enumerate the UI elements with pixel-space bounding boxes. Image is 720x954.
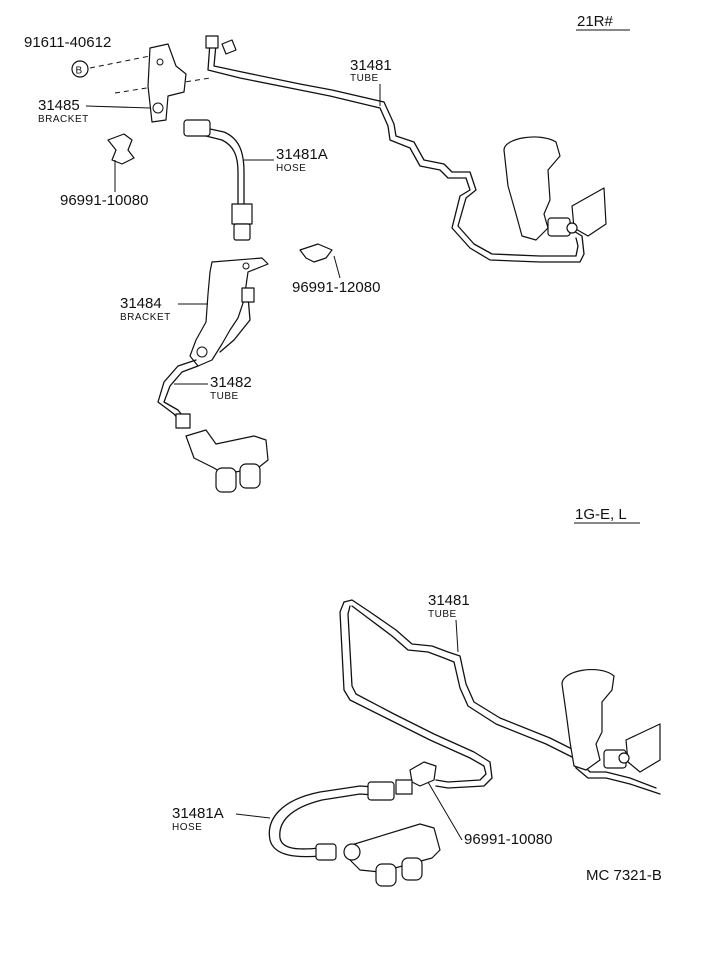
clip-96991-10080-bottom xyxy=(409,761,437,787)
slave-cylinder-boot-right-top xyxy=(239,463,261,489)
bracket-31484-hole-top xyxy=(242,262,250,270)
bracket-31484 xyxy=(189,257,269,367)
label-96991-10080-top: 96991-10080 xyxy=(60,192,148,209)
master-cylinder-reservoir-top xyxy=(503,136,561,241)
hose-31481A-bottom-end-right xyxy=(367,781,395,801)
leader-96991-12080 xyxy=(333,255,341,279)
bottom-assembly xyxy=(268,599,661,887)
tube-31482-nut xyxy=(175,413,191,429)
label-31481A-bottom: 31481A xyxy=(172,805,224,822)
tube-31481-top-outline xyxy=(213,43,579,257)
label-31484: 31484 xyxy=(120,295,162,312)
hose-31481A-top-nut-lower xyxy=(233,223,251,241)
top-assembly: B xyxy=(71,35,607,493)
master-cylinder-reservoir-bottom xyxy=(561,669,615,771)
label-31481-bottom: 31481 xyxy=(428,592,470,609)
slave-cylinder-port-bottom xyxy=(343,843,361,861)
hose-bottom-union xyxy=(395,779,413,795)
bolt-b-marker: B xyxy=(76,66,83,77)
hose-31481A-bottom xyxy=(268,785,389,858)
tube-31481-bottom-left-loop xyxy=(339,601,487,783)
hose-31481A-bottom-outline xyxy=(279,793,389,850)
section-title-21r: 21R# xyxy=(577,13,614,30)
label-96991-12080: 96991-12080 xyxy=(292,279,380,296)
leader-96991-10080-bottom xyxy=(427,781,463,841)
bracket-31484-hole-bottom xyxy=(196,346,208,358)
bracket-31484-tube-segment xyxy=(219,295,251,353)
label-31484-sub: BRACKET xyxy=(120,312,171,323)
label-31481A-top-sub: HOSE xyxy=(276,163,306,174)
bracket-31484-nut xyxy=(241,287,255,303)
bracket-31485-hole xyxy=(152,102,164,114)
hose-31481A-top-end-upper xyxy=(183,119,211,137)
tube-31481-top-union xyxy=(221,39,237,55)
clip-96991-10080-top xyxy=(107,133,135,165)
label-31485-sub: BRACKET xyxy=(38,114,89,125)
hose-31481A-top xyxy=(195,125,245,207)
label-31481-bottom-sub: TUBE xyxy=(428,609,457,620)
label-91611-40612: 91611-40612 xyxy=(24,34,111,51)
bracket-31485-hole-small xyxy=(156,58,164,66)
tube-31481-top xyxy=(207,41,585,263)
leader-31481-bottom xyxy=(455,619,459,653)
clip-96991-12080 xyxy=(299,243,333,263)
leader-31481A-bottom xyxy=(235,813,271,819)
bolt-leader-dashed xyxy=(89,55,151,69)
tube-31481-bottom-left-loop-outline xyxy=(347,605,493,789)
figure-code: MC 7321-B xyxy=(586,867,662,884)
label-31481A-top: 31481A xyxy=(276,146,328,163)
hose-31481A-bottom-end-left xyxy=(315,843,337,861)
slave-cylinder-boot-left-bottom xyxy=(375,863,397,887)
leader-31485 xyxy=(85,105,151,109)
section-title-1g: 1G-E, L xyxy=(575,506,627,523)
label-31481-top: 31481 xyxy=(350,57,392,74)
master-cylinder-fitting-top xyxy=(566,222,578,234)
slave-cylinder-boot-right-bottom xyxy=(401,857,423,881)
tube-31481-bottom-main xyxy=(343,599,657,789)
label-31482-sub: TUBE xyxy=(210,391,239,402)
label-96991-10080-bottom: 96991-10080 xyxy=(464,831,552,848)
tube-31482-outline xyxy=(157,359,197,425)
label-31482: 31482 xyxy=(210,374,252,391)
label-31481A-bottom-sub: HOSE xyxy=(172,822,202,833)
tube-31482 xyxy=(163,365,199,421)
master-cylinder-flange-bottom xyxy=(625,723,661,773)
bolt-b-circle xyxy=(71,60,89,78)
slave-cylinder-body-top xyxy=(185,429,269,475)
hose-31481A-top-end-lower xyxy=(231,203,253,225)
master-cylinder-fitting-bottom xyxy=(618,752,630,764)
hose-31481A-top-outline xyxy=(197,133,239,207)
tube-31481-top-nut xyxy=(205,35,219,49)
tube-31481-bottom-main-outline xyxy=(351,605,661,795)
label-31485: 31485 xyxy=(38,97,80,114)
label-31481-top-sub: TUBE xyxy=(350,73,379,84)
slave-cylinder-boot-left-top xyxy=(215,467,237,493)
